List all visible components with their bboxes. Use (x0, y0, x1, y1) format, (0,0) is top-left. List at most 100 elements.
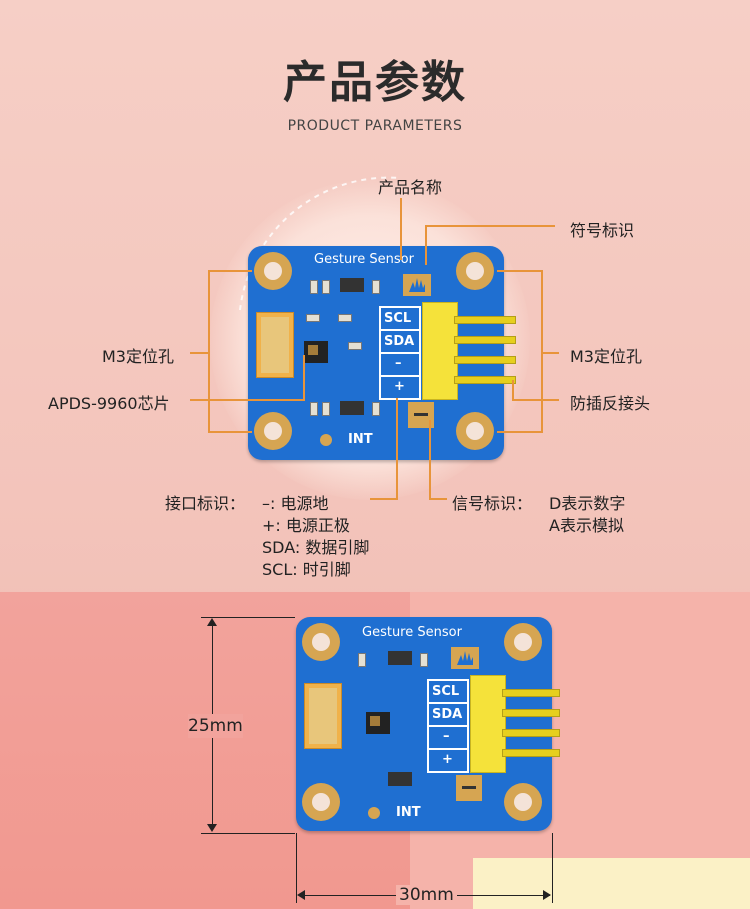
ic-chip (340, 401, 364, 415)
leader-line (512, 399, 559, 401)
apds-9960-chip (366, 712, 390, 734)
arrow-down-icon (207, 824, 217, 832)
label-signal-title: 信号标识： (452, 494, 533, 513)
smd-part (358, 653, 366, 667)
leader-line (429, 498, 447, 500)
pin-scl: SCL (432, 684, 460, 699)
leader-line (208, 270, 252, 272)
interface-line: SDA: 数据引脚 (262, 538, 370, 557)
ic-chip (388, 651, 412, 665)
sensor-board-top: Gesture Sensor SCL SDA – + INT (248, 246, 516, 460)
dim-guide (201, 617, 295, 618)
smd-part (338, 314, 352, 322)
dim-guide (201, 833, 295, 834)
sensor-board-bottom: Gesture Sensor SCL SDA – + INT (296, 617, 560, 831)
connector-pin (454, 376, 516, 384)
hand-symbol-icon (451, 647, 479, 669)
tantalum-capacitor (304, 683, 342, 749)
ic-chip (340, 278, 364, 292)
mount-hole (254, 252, 292, 290)
bottom-note-box (473, 858, 750, 909)
header-connector (470, 675, 506, 773)
label-chip: APDS-9960芯片 (48, 394, 170, 413)
smd-part (310, 280, 318, 294)
signal-line: A表示模拟 (549, 516, 624, 535)
smd-part (322, 402, 330, 416)
hand-symbol-icon (403, 274, 431, 296)
label-m3-left: M3定位孔 (102, 347, 174, 366)
leader-line (208, 270, 210, 432)
leader-line (190, 352, 210, 354)
label-product-name: 产品名称 (378, 178, 443, 197)
height-label: 25mm (188, 714, 243, 738)
int-label: INT (396, 805, 421, 820)
signal-line: D表示数字 (549, 494, 626, 513)
interface-line: –: 电源地 (262, 494, 329, 513)
leader-line (208, 431, 252, 433)
pin-vcc: + (442, 752, 453, 767)
smd-part (322, 280, 330, 294)
int-hole (368, 807, 380, 819)
signal-pad (456, 775, 482, 801)
leader-line (370, 498, 398, 500)
leader-line (396, 398, 398, 500)
leader-line (425, 225, 427, 265)
pin-scl: SCL (384, 311, 412, 326)
int-hole (320, 434, 332, 446)
leader-line (429, 420, 431, 500)
smd-part (310, 402, 318, 416)
header-connector (422, 302, 458, 400)
pin-sda: SDA (384, 334, 415, 349)
mount-hole (504, 783, 542, 821)
connector-pin (502, 689, 560, 697)
connector-pin (454, 336, 516, 344)
arrow-left-icon (297, 890, 305, 900)
smd-part (306, 314, 320, 322)
arrow-right-icon (543, 890, 551, 900)
pin-label-box: SCL SDA – + (379, 306, 421, 400)
mount-hole (254, 412, 292, 450)
label-m3-right: M3定位孔 (570, 347, 642, 366)
smd-part (348, 342, 362, 350)
smd-part (372, 280, 380, 294)
connector-pin (454, 356, 516, 364)
interface-line: SCL: 时引脚 (262, 560, 351, 579)
leader-line (541, 270, 543, 432)
leader-line (497, 431, 543, 433)
mount-hole (302, 623, 340, 661)
arrow-up-icon (207, 618, 217, 626)
connector-pin (502, 749, 560, 757)
leader-line (400, 198, 402, 260)
pin-vcc: + (394, 379, 405, 394)
page-title: 产品参数 (283, 57, 467, 108)
apds-9960-chip (304, 341, 328, 363)
connector-pin (454, 316, 516, 324)
board-name: Gesture Sensor (314, 252, 414, 267)
leader-line (512, 380, 514, 401)
dashed-arc (239, 176, 401, 311)
leader-line (497, 270, 543, 272)
dim-guide (552, 833, 553, 903)
smd-part (420, 653, 428, 667)
tantalum-capacitor (256, 312, 294, 378)
pin-gnd: – (443, 729, 450, 744)
leader-line (541, 352, 559, 354)
label-anti-reverse: 防插反接头 (570, 394, 651, 413)
board-name: Gesture Sensor (362, 625, 462, 640)
connector-pin (502, 729, 560, 737)
leader-line (303, 355, 305, 401)
int-label: INT (348, 432, 373, 447)
mount-hole (302, 783, 340, 821)
dim-guide (296, 833, 297, 903)
label-interface-title: 接口标识： (165, 494, 246, 513)
connector-pin (502, 709, 560, 717)
ic-chip (388, 772, 412, 786)
page-subtitle: PRODUCT PARAMETERS (287, 118, 463, 134)
width-label: 30mm (396, 885, 457, 905)
mount-hole (456, 412, 494, 450)
pin-label-box: SCL SDA – + (427, 679, 469, 773)
mount-hole (504, 623, 542, 661)
leader-line (425, 225, 555, 227)
leader-line (190, 399, 304, 401)
mount-hole (456, 252, 494, 290)
